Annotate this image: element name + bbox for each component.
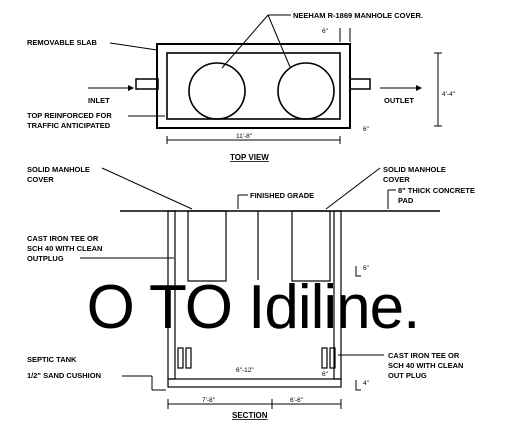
septic-tank-label: SEPTIC TANK bbox=[27, 355, 77, 364]
solid-cover-right-1: SOLID MANHOLE bbox=[383, 165, 446, 174]
dim-bottom-right-section: 6" bbox=[322, 371, 329, 378]
top-view: REMOVABLE SLAB NEEHAM R-1869 MANHOLE COV… bbox=[27, 11, 456, 162]
manhole-cover-label: NEEHAM R-1869 MANHOLE COVER. bbox=[293, 11, 423, 20]
tank-floor bbox=[167, 378, 342, 388]
solid-cover-right-2: COVER bbox=[383, 175, 410, 184]
outlet-pipe bbox=[349, 78, 371, 90]
finished-grade-label: FINISHED GRADE bbox=[250, 191, 314, 200]
riser-right bbox=[291, 210, 331, 282]
outlet-arrow-icon bbox=[416, 85, 422, 91]
inlet-arrow-icon bbox=[128, 85, 134, 91]
dim-edge-top: 6" bbox=[363, 265, 370, 272]
dim-gap-section: 6"-12" bbox=[236, 367, 254, 374]
tee-left-label-1: CAST IRON TEE OR bbox=[27, 234, 99, 243]
tee-left-label-2: SCH 40 WITH CLEAN bbox=[27, 244, 102, 253]
inlet-label: INLET bbox=[88, 96, 110, 105]
dim-edge-bottom: 4" bbox=[363, 380, 370, 387]
tee-right-label-2: SCH 40 WITH CLEAN bbox=[388, 361, 463, 370]
overlay-text: O TO Idiline. bbox=[86, 273, 421, 342]
inlet-pipe bbox=[135, 78, 159, 90]
tee-right-label-1: CAST IRON TEE OR bbox=[388, 351, 460, 360]
tee-left-label-3: OUTPLUG bbox=[27, 254, 64, 263]
riser-left bbox=[187, 210, 227, 282]
dim-right-6in: 6" bbox=[363, 126, 370, 133]
traffic-label-1: TOP REINFORCED FOR bbox=[27, 111, 112, 120]
solid-cover-left-1: SOLID MANHOLE bbox=[27, 165, 90, 174]
tee-right bbox=[321, 347, 328, 369]
tank-inner-top bbox=[166, 52, 341, 120]
manhole-cover-right bbox=[277, 62, 335, 120]
dim-left-section: 7'-8" bbox=[202, 397, 216, 404]
dim-width-top: 4'-4" bbox=[442, 91, 456, 98]
concrete-pad-label-1: 8" THICK CONCRETE bbox=[398, 186, 475, 195]
tee-right-2 bbox=[329, 347, 336, 369]
sand-cushion-label: 1/2" SAND CUSHION bbox=[27, 371, 101, 380]
outlet-label: OUTLET bbox=[384, 96, 414, 105]
section-view: SOLID MANHOLE COVER FINISHED GRADE SOLID… bbox=[27, 165, 475, 420]
traffic-label-2: TRAFFIC ANTICIPATED bbox=[27, 121, 111, 130]
manhole-cover-left bbox=[188, 62, 246, 120]
top-view-title: TOP VIEW bbox=[230, 153, 269, 162]
dim-top-6in: 6" bbox=[322, 28, 329, 35]
dim-length-top: 11'-8" bbox=[236, 133, 253, 140]
concrete-pad-label-2: PAD bbox=[398, 196, 414, 205]
dim-right-section: 6'-6" bbox=[290, 397, 304, 404]
section-title: SECTION bbox=[232, 411, 268, 420]
tee-left-2 bbox=[185, 347, 192, 369]
tee-left bbox=[177, 347, 184, 369]
removable-slab-label: REMOVABLE SLAB bbox=[27, 38, 97, 47]
tee-right-label-3: OUT PLUG bbox=[388, 371, 427, 380]
solid-cover-left-2: COVER bbox=[27, 175, 54, 184]
